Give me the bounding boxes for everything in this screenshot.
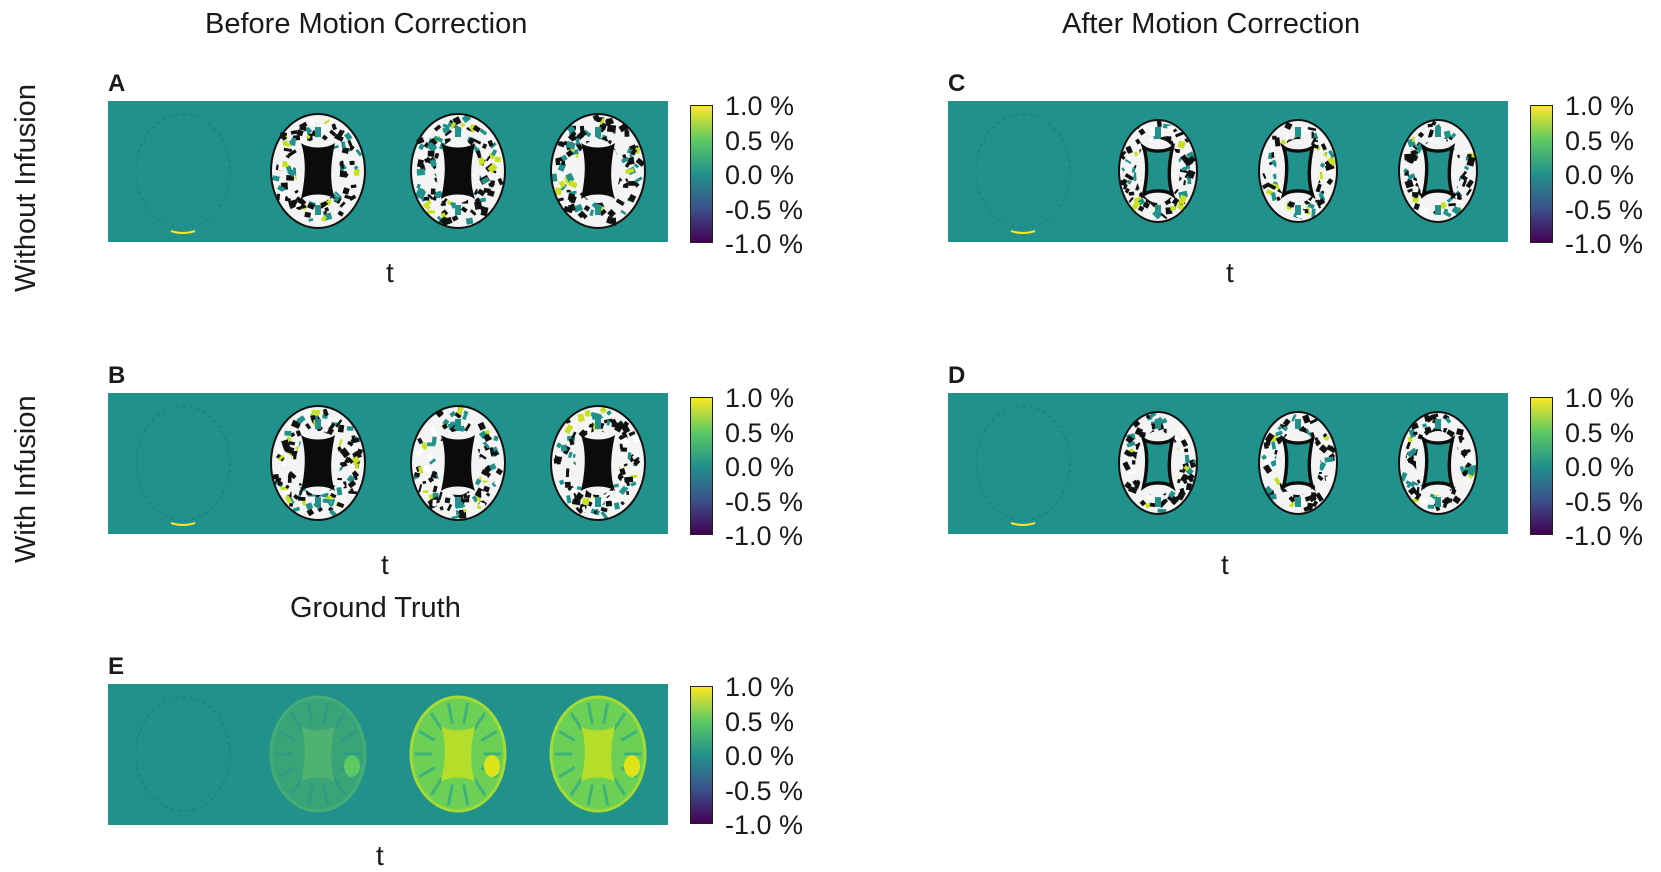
brain-slice xyxy=(135,405,231,526)
brain-slice xyxy=(549,695,647,813)
colorbar-d xyxy=(1530,397,1553,535)
brain-slice xyxy=(1398,411,1478,515)
colorbar-tick-label: 0.5 % xyxy=(1565,125,1635,156)
colorbar-tick-label: -1.0 % xyxy=(1565,521,1644,551)
panel-letter-e: E xyxy=(108,653,125,680)
axis-label-t-a: t xyxy=(386,257,394,288)
colorbar-tick-label: -0.5 % xyxy=(1565,486,1644,517)
colorbar-tick-label: 1.0 % xyxy=(1565,91,1635,121)
axis-label-t-c: t xyxy=(1226,257,1234,288)
column-title-ground-truth: Ground Truth xyxy=(290,592,461,624)
colorbar-tick-label: 0.0 % xyxy=(725,452,795,482)
brain-slice xyxy=(1398,119,1478,223)
image-strip-c xyxy=(948,101,1508,242)
colorbar-tick-label: 0.5 % xyxy=(725,417,795,448)
brain-slice xyxy=(1258,119,1338,223)
panel-letter-b: B xyxy=(108,362,126,389)
brain-slice xyxy=(135,113,231,234)
brain-slice xyxy=(549,113,646,229)
colorbar-tick-label: 1.0 % xyxy=(725,383,795,413)
colorbar-b xyxy=(690,397,713,535)
brain-slice xyxy=(270,113,366,229)
image-strip-a xyxy=(108,101,668,242)
brain-slice xyxy=(410,113,506,229)
colorbar-tick-label: -1.0 % xyxy=(725,229,804,259)
colorbar-tick-label: 0.0 % xyxy=(725,160,795,190)
colorbar-tick-label: -0.5 % xyxy=(1565,194,1644,225)
panel-letter-d: D xyxy=(948,362,966,389)
colorbar-tick-label: 0.0 % xyxy=(725,741,795,771)
panel-letter-c: C xyxy=(948,70,966,97)
colorbar-tick-label: 0.5 % xyxy=(725,706,795,737)
colorbar-tick-label: 1.0 % xyxy=(1565,383,1635,413)
axis-label-t-e: t xyxy=(376,840,384,871)
colorbar-tick-label: 0.5 % xyxy=(725,125,795,156)
colorbar-a xyxy=(690,105,713,243)
column-title-before: Before Motion Correction xyxy=(205,8,528,40)
brain-slice xyxy=(135,696,231,812)
colorbar-tick-label: 0.0 % xyxy=(1565,160,1635,190)
brain-slice xyxy=(1258,411,1338,515)
colorbar-tick-label: -0.5 % xyxy=(725,486,804,517)
colorbar-c xyxy=(1530,105,1553,243)
brain-slice xyxy=(270,405,366,521)
colorbar-tick-label: 0.5 % xyxy=(1565,417,1635,448)
colorbar-e xyxy=(690,686,713,824)
row-label-without-infusion: Without Infusion xyxy=(10,84,42,292)
brain-slice xyxy=(410,405,506,521)
image-strip-e xyxy=(108,684,668,825)
column-title-after: After Motion Correction xyxy=(1062,8,1361,40)
brain-slice xyxy=(1118,119,1198,223)
colorbar-tick-label: -0.5 % xyxy=(725,775,804,806)
brain-slice xyxy=(550,405,646,521)
colorbar-tick-label: -1.0 % xyxy=(1565,229,1644,259)
colorbar-tick-label: -1.0 % xyxy=(725,810,804,840)
axis-label-t-b: t xyxy=(381,549,389,580)
colorbar-tick-label: -1.0 % xyxy=(725,521,804,551)
brain-slice xyxy=(975,113,1071,234)
colorbar-tick-label: 1.0 % xyxy=(725,91,795,121)
colorbar-tick-label: -0.5 % xyxy=(725,194,804,225)
brain-slice xyxy=(975,405,1071,526)
brain-slice xyxy=(269,695,367,813)
brain-slice xyxy=(409,695,507,813)
brain-slice xyxy=(1118,411,1198,515)
panel-letter-a: A xyxy=(108,70,126,97)
image-strip-d xyxy=(948,393,1508,534)
colorbar-tick-label: 0.0 % xyxy=(1565,452,1635,482)
row-label-with-infusion: With Infusion xyxy=(10,395,42,563)
image-strip-b xyxy=(108,393,668,534)
colorbar-tick-label: 1.0 % xyxy=(725,672,795,702)
axis-label-t-d: t xyxy=(1221,549,1229,580)
